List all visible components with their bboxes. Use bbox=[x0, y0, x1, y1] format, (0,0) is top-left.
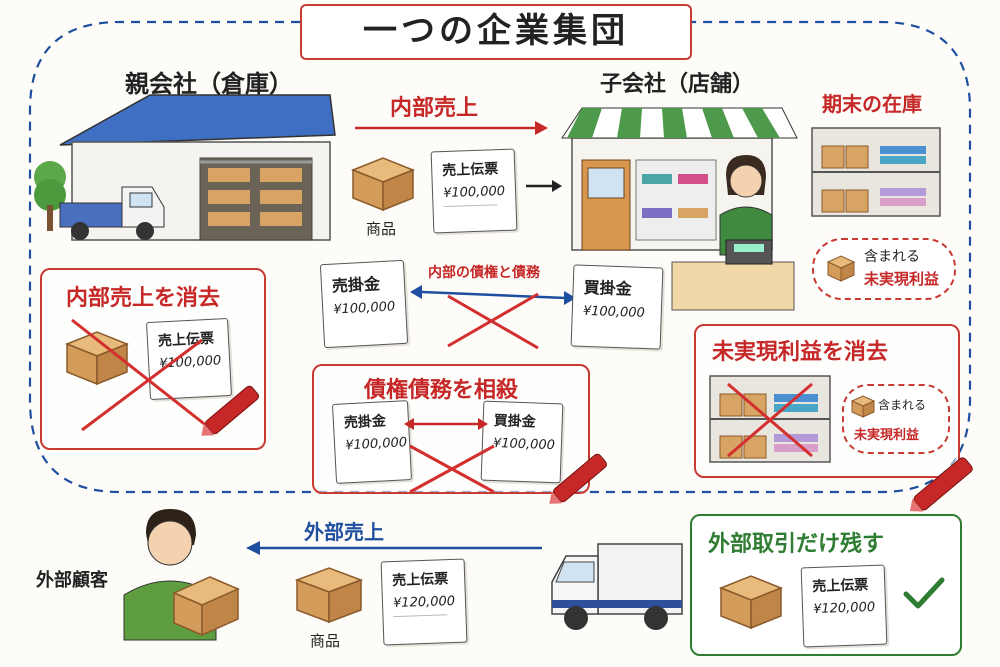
offset-arrows-cross bbox=[404, 418, 495, 494]
sales-slip-bottom-title: 売上伝票 bbox=[391, 571, 449, 590]
inventory-bubble: 含まれる 未実現利益 bbox=[812, 238, 956, 300]
sales-slip-bottom-amount: ¥120,000 bbox=[392, 593, 456, 612]
small-box-icon bbox=[826, 255, 856, 282]
counter-icon bbox=[671, 239, 795, 311]
panel-external-slip-title: 売上伝票 bbox=[812, 577, 869, 596]
panel-external-slip: 売上伝票 ¥120,000 bbox=[800, 564, 888, 648]
red-marker-icon bbox=[549, 453, 607, 504]
red-marker-icon bbox=[909, 457, 973, 512]
panel-external-slip-amount: ¥120,000 bbox=[812, 599, 876, 618]
panel-offset-receivable-amount: ¥100,000 bbox=[344, 435, 408, 454]
goods-label-top: 商品 bbox=[366, 220, 397, 238]
payable-top: 買掛金 ¥100,000 bbox=[570, 264, 664, 350]
sales-slip-bottom: 売上伝票 ¥120,000 bbox=[380, 558, 468, 646]
inventory-bubble-line1: 含まれる bbox=[864, 249, 920, 265]
panel-eliminate-internal-sales: 内部売上を消去 売上伝票 ¥100,000 bbox=[40, 268, 266, 450]
inventory-shelf-icon bbox=[709, 375, 831, 463]
unrealized-bubble: 含まれる 未実現利益 bbox=[842, 384, 950, 454]
panel-keep-external: 外部取引だけ残す 売上伝票 ¥120,000 bbox=[690, 514, 962, 656]
cross-mark bbox=[71, 318, 213, 432]
panel-offset-receivable: 売掛金 ¥100,000 bbox=[331, 400, 413, 484]
panel-offset-title: 債権債務を相殺 bbox=[364, 378, 519, 403]
inventory-shelf-icon bbox=[811, 127, 941, 217]
internal-debt-label: 内部の債権と債務 bbox=[428, 265, 540, 281]
slip-rule bbox=[443, 204, 498, 208]
unrealized-bubble-line2: 未実現利益 bbox=[854, 428, 920, 443]
sales-slip-top: 売上伝票 ¥100,000 bbox=[430, 148, 518, 234]
payable-top-amount: ¥100,000 bbox=[582, 303, 646, 321]
external-customer-label: 外部顧客 bbox=[36, 570, 108, 591]
parent-company-label: 親会社（倉庫） bbox=[125, 70, 293, 98]
external-sales-arrow bbox=[246, 541, 542, 555]
sales-slip-top-title: 売上伝票 bbox=[442, 161, 499, 180]
inventory-label: 期末の在庫 bbox=[822, 92, 922, 116]
panel-eliminate-sales-title: 内部売上を消去 bbox=[66, 286, 221, 311]
page-title: 一つの企業集団 bbox=[363, 11, 629, 51]
small-box-icon bbox=[850, 395, 876, 418]
goods-box-icon bbox=[64, 331, 130, 386]
goods-box-icon bbox=[718, 575, 784, 630]
tree-icon bbox=[34, 161, 66, 231]
panel-offset-debts: 債権債務を相殺 売掛金 ¥100,000 買掛金 ¥100,000 bbox=[312, 364, 607, 504]
receivable-top-title: 売掛金 bbox=[331, 274, 381, 296]
slip-to-store-arrow bbox=[526, 180, 562, 192]
panel-offset-receivable-title: 売掛金 bbox=[343, 413, 387, 432]
internal-sales-arrow bbox=[355, 121, 548, 135]
subsidiary-label: 子会社（店舗） bbox=[600, 72, 755, 97]
panel-external-title: 外部取引だけ残す bbox=[708, 532, 885, 557]
goods-box-icon bbox=[350, 157, 416, 212]
customer-icon bbox=[123, 509, 240, 641]
truck-icon bbox=[59, 186, 165, 240]
goods-label-bottom: 商品 bbox=[310, 632, 341, 650]
inventory-bubble-line2: 未実現利益 bbox=[864, 270, 940, 288]
goods-box-icon bbox=[294, 567, 364, 624]
unrealized-bubble-line1: 含まれる bbox=[878, 398, 927, 412]
payable-top-title: 買掛金 bbox=[583, 277, 632, 299]
receivable-top-amount: ¥100,000 bbox=[332, 299, 396, 318]
receivable-top: 売掛金 ¥100,000 bbox=[319, 259, 409, 349]
red-marker-icon bbox=[201, 385, 259, 436]
external-sales-label: 外部売上 bbox=[304, 520, 384, 544]
warehouse-illustration bbox=[59, 94, 336, 241]
title-banner: 一つの企業集団 bbox=[300, 4, 692, 60]
sales-slip-top-amount: ¥100,000 bbox=[442, 183, 506, 202]
slip-rule bbox=[393, 614, 448, 618]
panel-unrealized-title: 未実現利益を消去 bbox=[712, 340, 889, 365]
internal-debt-arrows bbox=[410, 285, 576, 350]
check-icon bbox=[903, 577, 945, 609]
internal-sales-label: 内部売上 bbox=[390, 96, 479, 121]
delivery-truck-icon bbox=[551, 543, 683, 630]
panel-eliminate-unrealized: 未実現利益を消去 含まれる 未実現利益 bbox=[694, 324, 960, 478]
